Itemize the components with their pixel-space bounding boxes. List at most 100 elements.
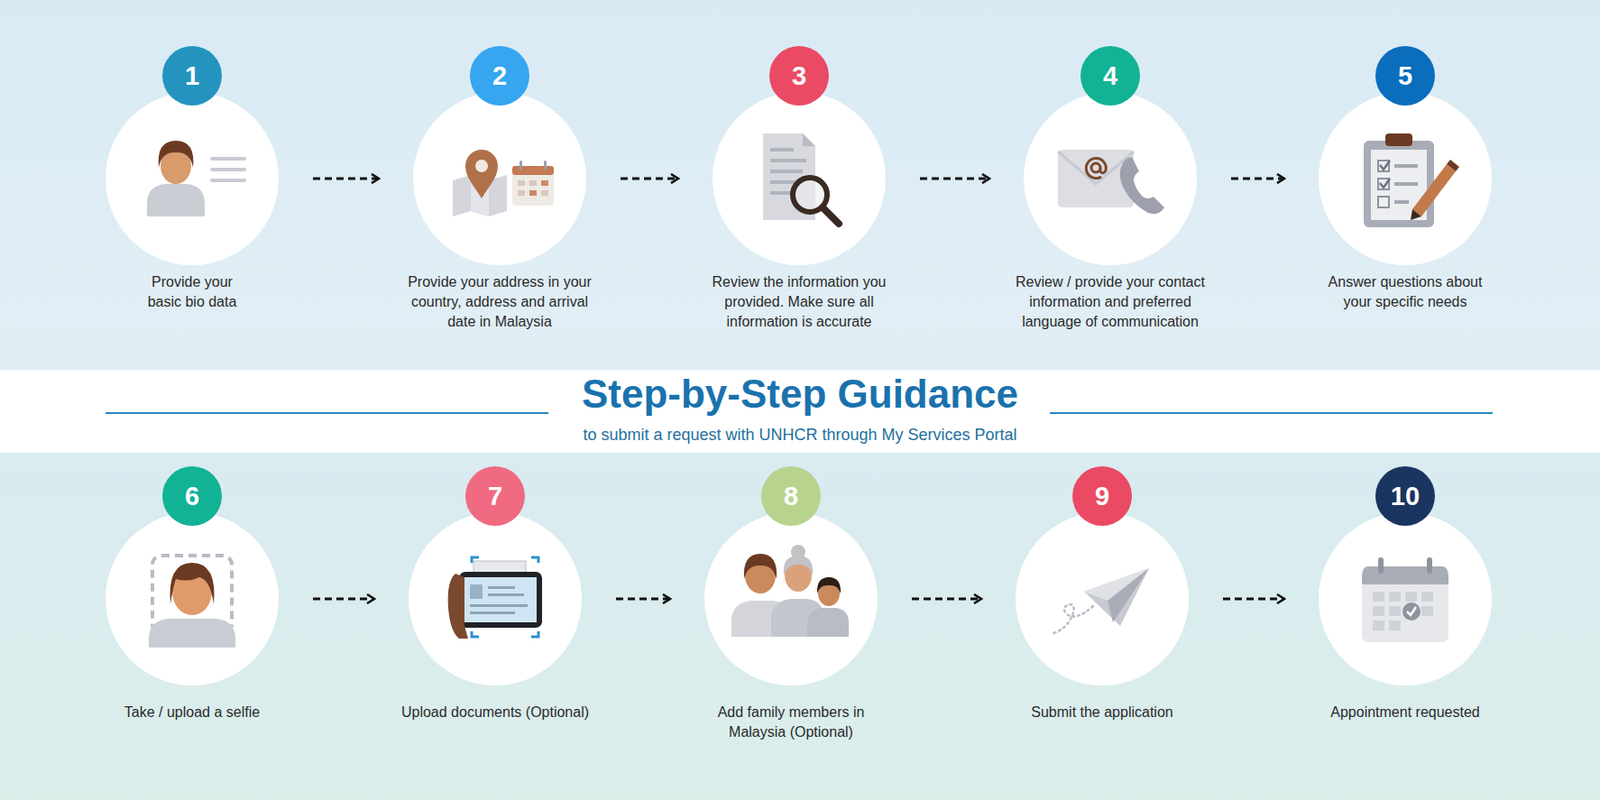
icon-shape xyxy=(448,573,469,639)
icon-shape xyxy=(1394,182,1418,186)
icon-shape xyxy=(541,190,549,196)
icon-shape xyxy=(1361,566,1449,585)
step-circle: 5Answer questions about your specific ne… xyxy=(1318,91,1492,266)
title-rule xyxy=(1049,412,1493,414)
icon-shape xyxy=(790,544,806,560)
icon-shape xyxy=(731,600,790,637)
icon-shape xyxy=(1446,159,1460,172)
icon-shape xyxy=(783,555,813,576)
step-circle: 2Provide your address in your country, a… xyxy=(413,91,587,266)
icon-shape xyxy=(818,580,840,607)
icon-shape xyxy=(1388,591,1401,602)
icon-shape xyxy=(148,618,236,648)
step-caption: Answer questions about your specific nee… xyxy=(1324,272,1487,313)
icon-shape xyxy=(469,611,515,615)
flow-arrow xyxy=(312,597,375,601)
icon-shape xyxy=(1378,557,1384,574)
icon-shape xyxy=(1426,557,1433,574)
step-circle: 4Review / provide your contact informati… xyxy=(1023,91,1197,266)
flow-arrow xyxy=(1222,597,1285,601)
icon-shape xyxy=(1057,151,1134,184)
map-icon xyxy=(452,149,554,217)
icon-shape xyxy=(822,207,839,224)
icon-shape xyxy=(744,557,776,594)
step-circle: 3Review the information you provided. Ma… xyxy=(712,91,886,266)
step-number: 9 xyxy=(1072,466,1132,526)
icon-shape xyxy=(152,555,232,634)
icon-shape xyxy=(1053,604,1094,634)
icon-shape xyxy=(817,577,841,594)
family-icon xyxy=(731,544,849,637)
step-number: 7 xyxy=(465,466,525,526)
icon-shape xyxy=(210,178,247,183)
icon-shape xyxy=(512,165,554,175)
title-rule xyxy=(105,412,549,414)
icon-shape xyxy=(1120,156,1165,214)
icon-shape xyxy=(744,553,777,580)
step-number: 5 xyxy=(1375,45,1435,106)
icon-shape xyxy=(1394,164,1418,168)
icon-shape xyxy=(1378,160,1389,172)
icon-shape xyxy=(1385,133,1413,147)
icon-shape xyxy=(1402,602,1421,621)
icon-shape xyxy=(1372,591,1385,602)
step-caption: Provide your address in your country, ad… xyxy=(403,272,598,332)
icon-shape xyxy=(1412,164,1456,217)
icon-shape xyxy=(210,167,247,172)
icon-shape xyxy=(1406,606,1417,616)
step-number: 10 xyxy=(1375,466,1435,526)
icon-shape xyxy=(1421,591,1434,602)
step-circle: 7Upload documents (Optional) xyxy=(408,512,582,686)
icon-shape xyxy=(1394,200,1409,204)
step-caption: Upload documents (Optional) xyxy=(377,702,613,723)
icon-shape xyxy=(763,133,816,221)
icon-shape xyxy=(475,159,488,173)
step-caption: Appointment requested xyxy=(1287,702,1523,723)
document-icon xyxy=(448,557,543,639)
icon-shape xyxy=(784,559,812,592)
icon-shape xyxy=(470,174,489,217)
icon-shape xyxy=(1363,140,1435,228)
icon-shape xyxy=(1372,606,1385,617)
icon-shape xyxy=(464,577,537,623)
icon-shape xyxy=(471,557,539,637)
icon-shape xyxy=(1091,163,1101,173)
icon-shape xyxy=(771,598,824,637)
icon-shape xyxy=(1379,160,1390,170)
icon-shape xyxy=(170,562,215,605)
icon-shape xyxy=(541,180,549,186)
contact-icon xyxy=(1057,149,1165,214)
icon-shape xyxy=(1084,568,1150,626)
title: Step-by-Step Guidance xyxy=(0,369,1600,419)
icon-shape xyxy=(158,140,194,168)
step-caption: Review / provide your contact informatio… xyxy=(1011,272,1210,332)
step-circle: 9Submit the application xyxy=(1015,512,1189,686)
icon-shape xyxy=(1388,620,1401,631)
icon-shape xyxy=(519,160,523,170)
step-circle: 10Appointment requested xyxy=(1318,512,1492,686)
step-number: 1 xyxy=(162,45,222,106)
icon-shape xyxy=(1370,149,1427,221)
icon-shape xyxy=(1379,178,1390,188)
icon-shape xyxy=(529,190,537,196)
bio-icon xyxy=(147,140,247,217)
icon-shape xyxy=(770,158,807,163)
icon-shape xyxy=(517,180,525,186)
icon-shape xyxy=(459,571,543,628)
icon-shape xyxy=(770,180,798,184)
step-caption: Provide your basic bio data xyxy=(133,272,251,313)
icon-shape xyxy=(160,147,192,184)
flow-arrow xyxy=(616,597,671,601)
icon-shape xyxy=(792,177,828,212)
icon-shape xyxy=(770,147,794,152)
icon-shape xyxy=(1405,591,1417,602)
icon-shape xyxy=(210,156,247,161)
flow-arrow xyxy=(1231,177,1285,181)
icon-shape xyxy=(147,183,205,217)
icon-shape xyxy=(1085,158,1106,179)
step-number: 2 xyxy=(469,45,530,106)
icon-shape xyxy=(1378,178,1389,190)
checklist-icon xyxy=(1363,133,1460,228)
